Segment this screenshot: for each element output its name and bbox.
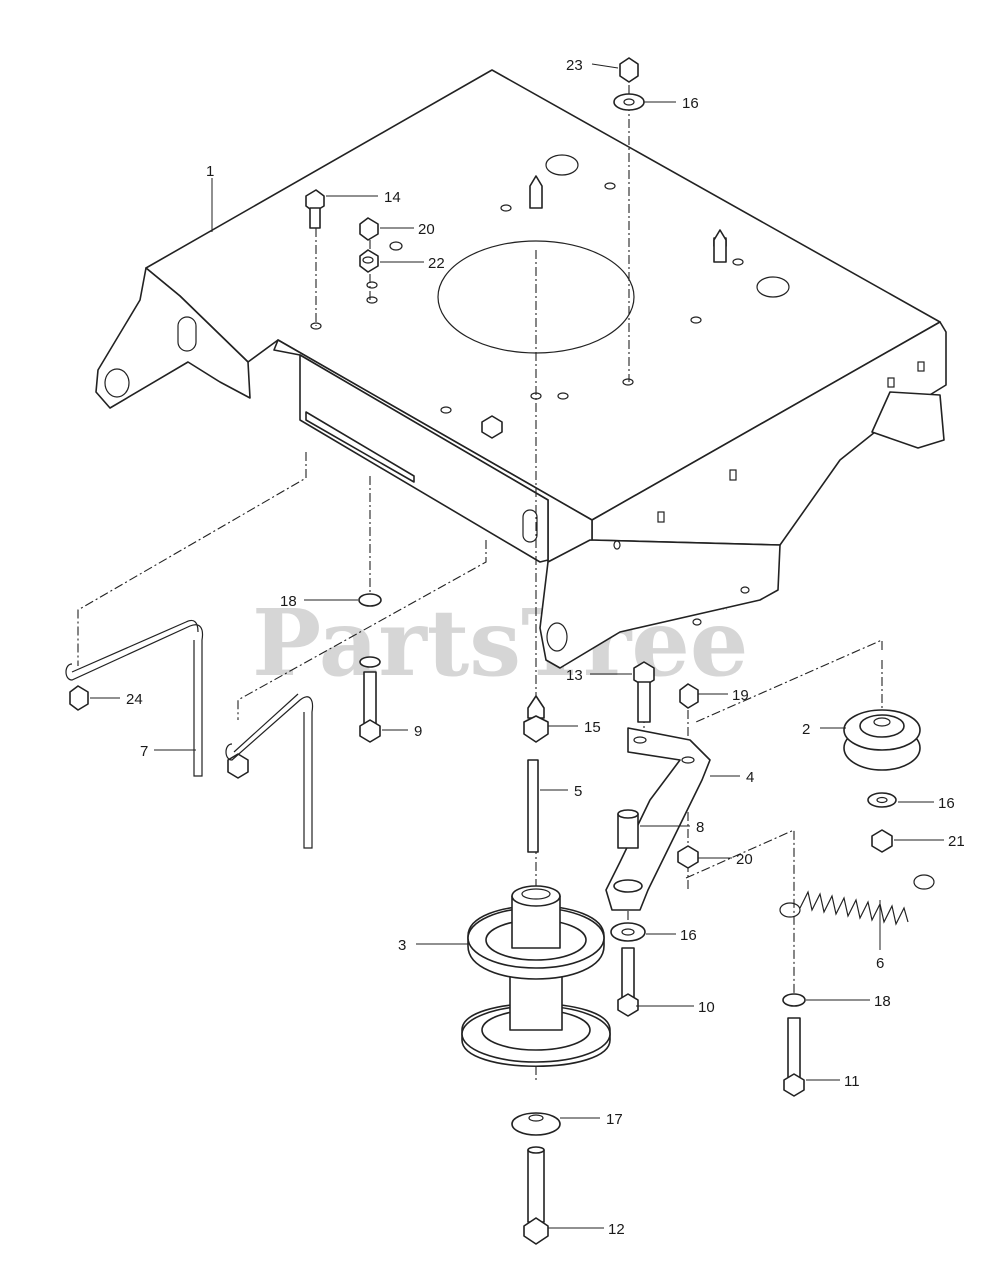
callout-6: 6 [876, 955, 884, 972]
callout-4: 4 [746, 769, 754, 786]
callout-15: 15 [584, 719, 601, 736]
callout-24: 24 [126, 691, 143, 708]
callout-16-middle: 16 [680, 927, 697, 944]
callout-11: 11 [844, 1073, 860, 1090]
callout-16-right: 16 [938, 795, 955, 812]
callout-23: 23 [566, 57, 583, 74]
callout-14: 14 [384, 189, 401, 206]
callout-16-top: 16 [682, 95, 699, 112]
callout-7: 7 [140, 743, 148, 760]
drive-pulley [461, 885, 611, 1067]
callout-19: 19 [732, 687, 749, 704]
callout-8: 8 [696, 819, 704, 836]
callout-20-lower: 20 [736, 851, 753, 868]
callout-9: 9 [414, 723, 422, 740]
callout-1: 1 [206, 163, 214, 180]
callout-2: 2 [802, 721, 810, 738]
callout-20-top: 20 [418, 221, 435, 238]
callout-5: 5 [574, 783, 582, 800]
callout-22: 22 [428, 255, 445, 272]
callout-3: 3 [398, 937, 406, 954]
callout-18-left: 18 [280, 593, 297, 610]
callout-10: 10 [698, 999, 715, 1016]
hardware [69, 57, 935, 1245]
main-frame [95, 69, 947, 669]
callout-17: 17 [606, 1111, 623, 1128]
callout-21: 21 [948, 833, 965, 850]
callout-12: 12 [608, 1221, 625, 1238]
callout-labels: 1 2 3 4 5 6 7 8 9 10 11 12 13 14 15 16 1… [126, 57, 965, 1238]
leader-lines [90, 63, 944, 1229]
callout-18-right: 18 [874, 993, 891, 1010]
control-rods [65, 619, 314, 849]
callout-13: 13 [566, 667, 583, 684]
